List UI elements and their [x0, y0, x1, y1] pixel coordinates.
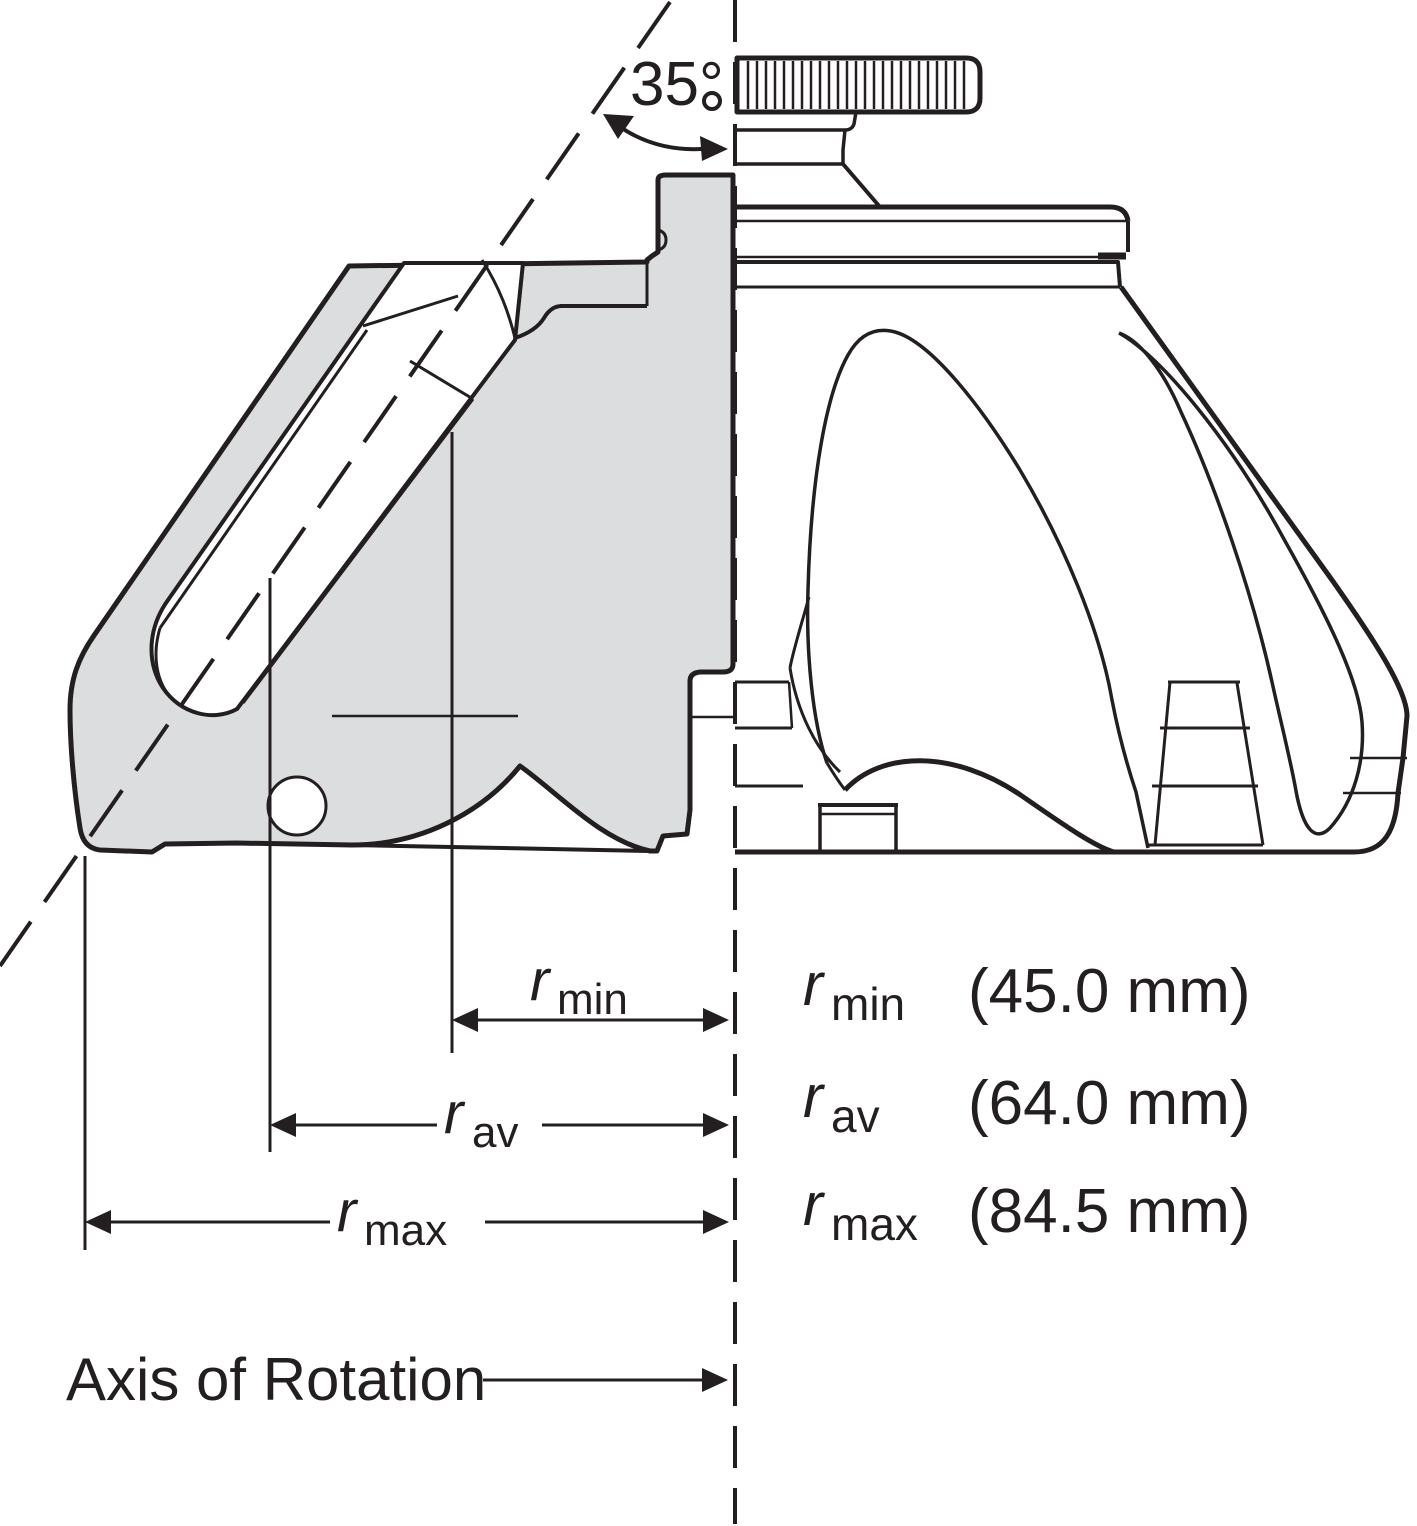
column-notch	[657, 228, 668, 252]
legend-rmin-subscript: min	[831, 978, 905, 1030]
angle-arc-arrow	[603, 114, 728, 161]
legend-rav-subscript: av	[831, 1090, 880, 1142]
legend-rmax-value: (84.5 mm)	[968, 1177, 1250, 1246]
dim-rmax: r max	[85, 1179, 729, 1255]
legend-rav-value: (64.0 mm)	[968, 1069, 1250, 1138]
legend-rmin-value: (45.0 mm)	[968, 957, 1250, 1026]
tube-wall-right	[241, 398, 475, 704]
knob-outline	[734, 55, 983, 115]
legend-rmin-symbol: r	[803, 951, 825, 1018]
dim-rmax-symbol: r	[337, 1179, 359, 1244]
tube-shoulder-line-1	[362, 294, 459, 328]
axis-callout: Axis of Rotation	[66, 1346, 728, 1413]
axis-label: Axis of Rotation	[66, 1346, 486, 1413]
legend-rmax-symbol: r	[803, 1171, 825, 1238]
rotor-exterior	[702, 55, 1410, 855]
spindle-hole	[702, 91, 722, 111]
extension-lines	[83, 432, 454, 1250]
legend-rav-symbol: r	[803, 1063, 825, 1130]
dim-rav: r av	[270, 1081, 729, 1157]
axis-callout-arrowhead	[702, 1368, 728, 1392]
tube-cavity-section	[149, 259, 525, 718]
ogee-curve	[514, 304, 563, 340]
knurl-hatching	[746, 61, 966, 109]
legend-row-rmin: r min (45.0 mm)	[803, 951, 1250, 1030]
rotor-outer-silhouette	[1112, 285, 1410, 855]
screw-stem	[737, 111, 882, 209]
base-edge-line	[236, 841, 651, 853]
web-hole	[266, 775, 328, 837]
arc-arrowhead-left	[603, 114, 634, 139]
legend-rmax-subscript: max	[831, 1198, 918, 1250]
tube-axis-line	[0, 0, 672, 968]
rib-between-cavities	[1148, 680, 1265, 847]
dim-rav-subscript: av	[472, 1108, 518, 1157]
radius-legend: r min (45.0 mm) r av (64.0 mm) r max (84…	[803, 951, 1250, 1250]
arc-arrowhead-right	[700, 136, 728, 161]
legend-row-rmax: r max (84.5 mm)	[803, 1171, 1250, 1250]
tube-wall-left	[158, 329, 369, 629]
dim-rmin: r min	[452, 948, 729, 1032]
tube-cavity-rear	[1118, 331, 1365, 836]
dim-rav-symbol: r	[444, 1081, 466, 1146]
dim-rmin-symbol: r	[530, 948, 552, 1013]
tube-bottom-arc	[154, 627, 174, 701]
thumbscrew-knob	[734, 55, 983, 115]
legend-row-rav: r av (64.0 mm)	[803, 1063, 1250, 1142]
web-hump-curve	[843, 758, 1115, 855]
dim-rmin-subscript: min	[557, 975, 628, 1024]
dim-rmax-subscript: max	[364, 1206, 447, 1255]
hub-steps	[735, 680, 1114, 855]
angle-label: 35°	[630, 50, 724, 119]
rotor-lid	[737, 204, 1131, 289]
tube-shoulder-line-2	[409, 359, 474, 401]
